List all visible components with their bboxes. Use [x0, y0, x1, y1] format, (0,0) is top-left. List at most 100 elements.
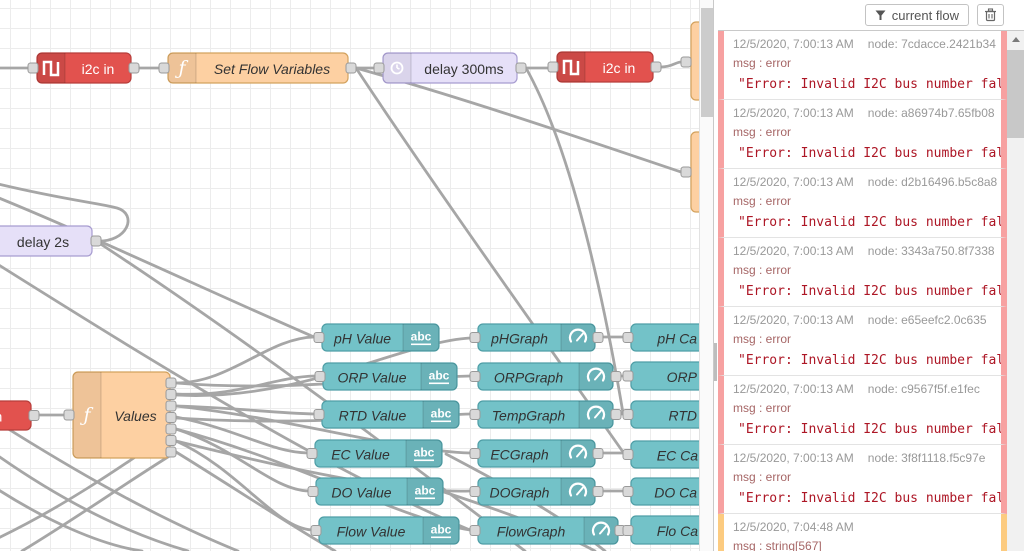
canvas-scrollbar-thumb[interactable] — [701, 8, 713, 117]
debug-msg-body[interactable]: "Error: Invalid I2C bus number false" — [738, 215, 1007, 230]
node-flow-graph[interactable]: FlowGraph — [477, 516, 619, 545]
node-port[interactable] — [680, 166, 692, 178]
node-port[interactable] — [610, 409, 622, 420]
node-port[interactable] — [310, 525, 322, 536]
node-port[interactable] — [469, 332, 481, 343]
debug-msg-body[interactable]: "Error: Invalid I2C bus number false" — [738, 146, 1007, 161]
debug-msg-body[interactable]: "Error: Invalid I2C bus number false" — [738, 284, 1007, 299]
node-port[interactable] — [307, 486, 319, 497]
node-port[interactable] — [165, 377, 177, 389]
node-i2c-in-3-clipped[interactable]: i2c in — [0, 400, 32, 431]
node-flo-ca-clipped[interactable]: Flo Ca — [630, 515, 699, 545]
debug-filter-button[interactable]: current flow — [864, 4, 969, 26]
node-port[interactable] — [592, 486, 604, 497]
debug-clear-button[interactable] — [977, 4, 1004, 26]
node-do-graph[interactable]: DOGraph — [477, 477, 596, 506]
node-port[interactable] — [680, 56, 692, 68]
node-temp-graph[interactable]: TempGraph — [477, 400, 614, 429]
node-port[interactable] — [469, 448, 481, 459]
node-port[interactable] — [469, 371, 481, 382]
debug-scrollbar[interactable] — [1007, 31, 1024, 551]
node-do-ca-clipped[interactable]: DO Ca — [630, 477, 699, 506]
node-port[interactable] — [469, 409, 481, 420]
node-ph-graph[interactable]: pHGraph — [477, 323, 596, 352]
node-port[interactable] — [592, 448, 604, 459]
debug-node-id[interactable]: node: c9567f5f.e1fec — [867, 382, 980, 396]
node-port[interactable] — [313, 409, 325, 420]
node-port[interactable] — [469, 486, 481, 497]
node-port[interactable] — [373, 62, 385, 74]
debug-node-id[interactable]: node: 7cdacce.2421b34 — [867, 37, 996, 51]
scrollbar-up-arrow-icon[interactable] — [1007, 31, 1024, 48]
node-port[interactable] — [128, 62, 140, 74]
node-port[interactable] — [547, 61, 559, 73]
debug-msg-body[interactable]: "Error: Invalid I2C bus number false" — [738, 353, 1007, 368]
node-port[interactable] — [165, 446, 177, 458]
node-port[interactable] — [592, 332, 604, 343]
node-ec-ca-clipped[interactable]: EC Ca — [630, 440, 699, 469]
node-port[interactable] — [469, 525, 481, 536]
node-port[interactable] — [63, 409, 75, 421]
node-body[interactable] — [690, 131, 699, 213]
node-port[interactable] — [622, 525, 634, 536]
node-port[interactable] — [345, 62, 357, 74]
node-port[interactable] — [165, 435, 177, 446]
node-port[interactable] — [27, 62, 39, 74]
node-body[interactable] — [0, 400, 32, 431]
debug-msg-body[interactable]: "Error: Invalid I2C bus number false" — [738, 77, 1007, 92]
node-port[interactable] — [165, 412, 177, 423]
node-delay-2s[interactable]: delay 2s — [0, 225, 93, 257]
debug-node-id[interactable]: node: 3343a750.8f7338 — [867, 244, 995, 258]
debug-node-id[interactable]: node: 3f8f1118.f5c97e — [867, 451, 986, 465]
node-delay-300ms[interactable]: delay 300ms — [382, 52, 518, 84]
node-port[interactable] — [622, 409, 634, 420]
node-port[interactable] — [313, 332, 325, 343]
node-port[interactable] — [165, 400, 177, 412]
node-port[interactable] — [622, 332, 634, 343]
node-orp-graph[interactable]: ORPGraph — [477, 362, 614, 391]
debug-node-id[interactable]: node: a86974b7.65fb08 — [867, 106, 995, 120]
node-port[interactable] — [314, 371, 326, 382]
node-ph-ca-clipped[interactable]: pH Ca — [630, 323, 699, 352]
node-port[interactable] — [515, 62, 527, 74]
node-clipped-node-mid[interactable] — [690, 131, 699, 213]
debug-node-id[interactable]: node: d2b16496.b5c8a8 — [867, 175, 998, 189]
node-port[interactable] — [622, 370, 634, 382]
node-port[interactable] — [165, 423, 177, 435]
node-i2c-in-2[interactable]: i2c in — [556, 51, 654, 83]
node-port[interactable] — [610, 371, 622, 382]
debug-msg-body[interactable]: "Error: Invalid I2C bus number false" — [738, 491, 1007, 506]
node-rtd-ca-clipped[interactable]: RTD — [630, 400, 699, 429]
node-i2c-in-1[interactable]: i2c in — [36, 52, 132, 84]
debug-msg-body[interactable]: "Error: Invalid I2C bus number false" — [738, 422, 1007, 437]
node-port[interactable] — [165, 389, 177, 400]
node-orp-ca-clipped[interactable]: ORP — [630, 361, 699, 391]
node-ec-graph[interactable]: ECGraph — [477, 439, 596, 468]
node-clipped-node-top[interactable] — [690, 21, 699, 101]
node-port[interactable] — [28, 410, 40, 421]
node-port[interactable] — [158, 62, 170, 74]
canvas-vertical-scrollbar[interactable] — [699, 0, 714, 551]
node-body[interactable] — [690, 21, 699, 101]
debug-node-id[interactable]: node: e65eefc2.0c635 — [867, 313, 987, 327]
node-port[interactable] — [622, 486, 634, 497]
node-port[interactable] — [90, 235, 102, 247]
node-port[interactable] — [622, 449, 634, 460]
